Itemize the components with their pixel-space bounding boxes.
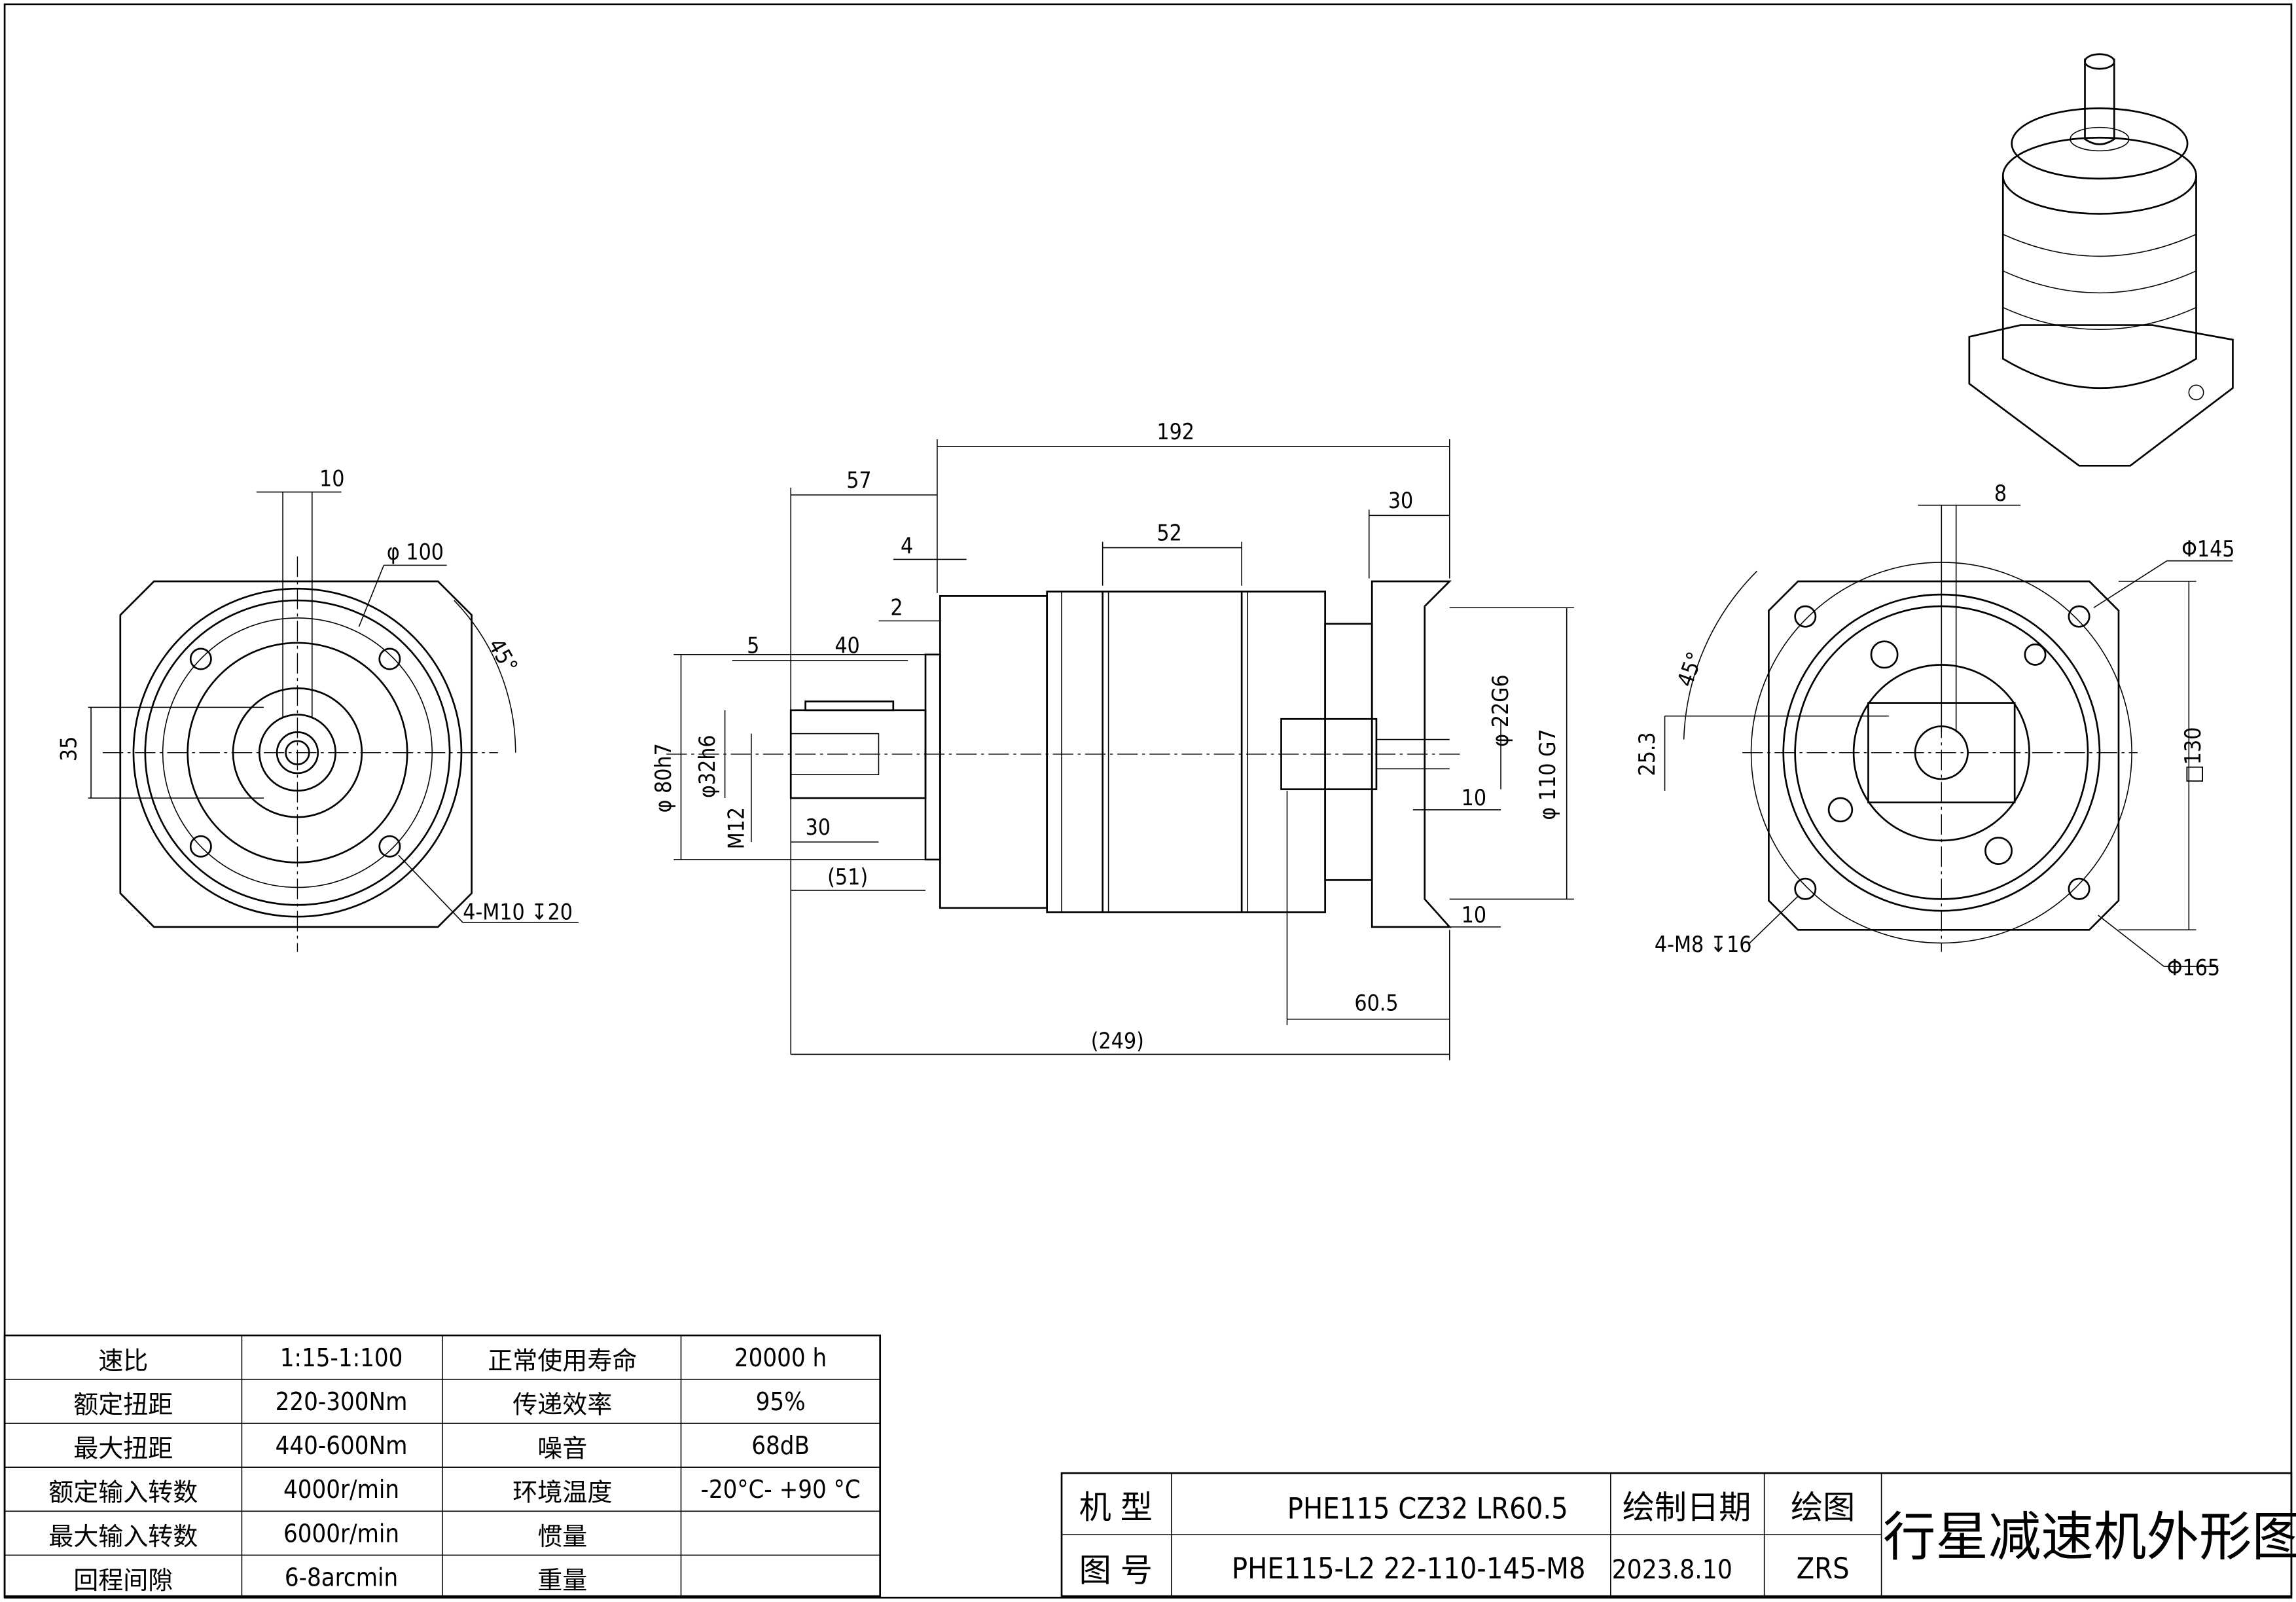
dim-keyway: 8: [1994, 481, 2007, 506]
spec-value: 440-600Nm: [276, 1431, 408, 1460]
bolt-holes: [189, 647, 401, 858]
dim-10b: 10: [1462, 902, 1486, 928]
spec-label: 传递效率: [512, 1390, 612, 1419]
dim-holes-rear: 4-M8 ↧16: [1655, 932, 1752, 957]
output-flange: [1371, 580, 1452, 928]
dim-dia-110: φ 110 G7: [1535, 729, 1560, 820]
spec-label: 最大输入转数: [48, 1522, 198, 1551]
date-label: 绘制日期: [1623, 1489, 1751, 1527]
model-value: PHE115 CZ32 LR60.5: [1287, 1491, 1568, 1526]
dim-dia-22: φ 22G6: [1488, 674, 1513, 746]
dim-angle-rear: 45°: [1672, 648, 1708, 690]
drawer-value: ZRS: [1797, 1551, 1850, 1586]
spec-label: 回程间隙: [73, 1566, 173, 1595]
dim-holes: 4-M10 ↧20: [463, 900, 573, 925]
spec-label: 环境温度: [512, 1478, 612, 1507]
spec-label: 正常使用寿命: [488, 1346, 637, 1375]
dim-4: 4: [901, 533, 913, 558]
isometric-view: [1968, 53, 2234, 467]
spec-value: 1:15-1:100: [280, 1343, 403, 1372]
spec-label: 惯量: [537, 1522, 587, 1551]
dim-192: 192: [1157, 419, 1194, 445]
spec-label: 噪音: [537, 1434, 587, 1463]
spec-label: 重量: [537, 1566, 587, 1595]
dim-dia-145: Φ145: [2181, 536, 2234, 562]
dim-57: 57: [846, 467, 871, 493]
spec-value: 4000r/min: [283, 1475, 399, 1504]
dim-52: 52: [1157, 520, 1181, 545]
title-block: 机 型 PHE115 CZ32 LR60.5 绘制日期 绘图 图 号 PHE11…: [1060, 1472, 2296, 1597]
dim-pcd: φ 100: [387, 539, 444, 564]
dim-10a: 10: [1462, 785, 1486, 810]
dim-60-5: 60.5: [1354, 990, 1398, 1015]
dim-249: (249): [1091, 1029, 1144, 1054]
dim-dia-80: φ 80h7: [651, 743, 676, 812]
front-view: 35 10 φ 100 45° 4-M10 ↧20: [56, 466, 579, 952]
spec-value: 6-8arcmin: [285, 1563, 398, 1592]
dim-dia-165: Φ165: [2167, 955, 2220, 981]
dim-5: 5: [747, 633, 759, 659]
spec-value: 68dB: [751, 1431, 810, 1460]
spec-value: 6000r/min: [283, 1519, 399, 1548]
spec-label: 额定扭距: [73, 1390, 173, 1419]
dim-2: 2: [890, 594, 903, 620]
drawing-border: [3, 3, 2293, 1599]
dim-key-width: 10: [319, 466, 344, 492]
dim-dia-32: φ32h6: [694, 735, 720, 798]
spec-value: 220-300Nm: [276, 1387, 408, 1416]
dim-height-rear: 25.3: [1634, 732, 1660, 776]
dim-30b: 30: [806, 814, 831, 840]
spec-value: -20°C- +90 °C: [701, 1475, 861, 1504]
spec-label: 最大扭距: [73, 1434, 173, 1463]
dim-square: □130: [2180, 727, 2206, 784]
drawer-label: 绘图: [1791, 1489, 1855, 1527]
drawing-title: 行星减速机外形图: [1883, 1506, 2296, 1567]
side-view: 192 57 30 52 4 2 5 40 φ 80h7 φ32h6 M12 3…: [651, 419, 1574, 1061]
dim-51: (51): [827, 864, 868, 890]
model-label: 机 型: [1079, 1489, 1153, 1527]
spec-table: 速比 1:15-1:100 正常使用寿命 20000 h 额定扭距 220-30…: [3, 1334, 882, 1597]
dim-thread: M12: [724, 807, 749, 849]
dim-height: 35: [56, 737, 82, 761]
drawing-no-value: PHE115-L2 22-110-145-M8: [1232, 1551, 1586, 1586]
gear-body: [1046, 591, 1326, 913]
dim-30: 30: [1388, 488, 1413, 513]
drawing-no-label: 图 号: [1079, 1552, 1153, 1590]
spec-value: 20000 h: [734, 1343, 827, 1372]
spec-value: 95%: [756, 1387, 806, 1416]
date-value: 2023.8.10: [1612, 1555, 1732, 1585]
dim-angle: 45°: [483, 634, 523, 678]
motor-flange-square: [1768, 580, 2120, 931]
spec-label: 速比: [98, 1346, 148, 1375]
rear-view: 8 Φ145 45° 25.3 □130 4-M8 ↧16 Φ165: [1634, 481, 2235, 981]
spec-label: 额定输入转数: [48, 1478, 198, 1507]
flange-square: [119, 580, 473, 928]
